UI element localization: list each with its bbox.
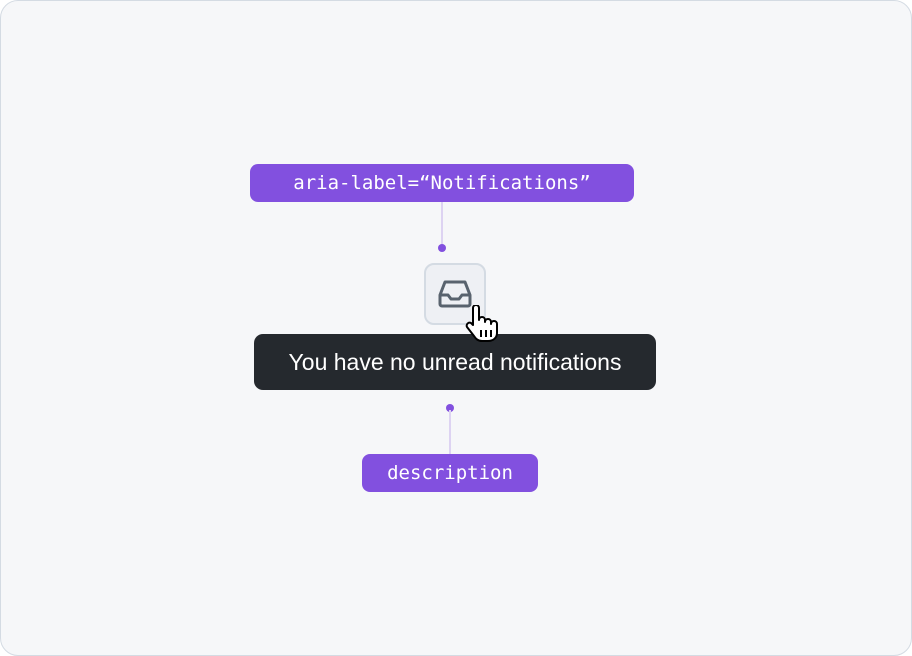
tooltip: You have no unread notifications xyxy=(254,334,656,390)
tooltip-text: You have no unread notifications xyxy=(288,348,622,375)
pointer-hand-cursor-icon xyxy=(465,305,498,342)
aria-label-annotation: aria-label=“Notifications” xyxy=(250,164,634,202)
bottom-connector-line xyxy=(449,410,451,454)
inbox-icon xyxy=(438,280,472,308)
description-annotation: description xyxy=(362,454,538,492)
top-connector-dot xyxy=(438,244,446,252)
notifications-icon-button[interactable] xyxy=(424,263,486,325)
bottom-connector-dot xyxy=(446,404,454,412)
top-connector-line xyxy=(441,202,443,246)
